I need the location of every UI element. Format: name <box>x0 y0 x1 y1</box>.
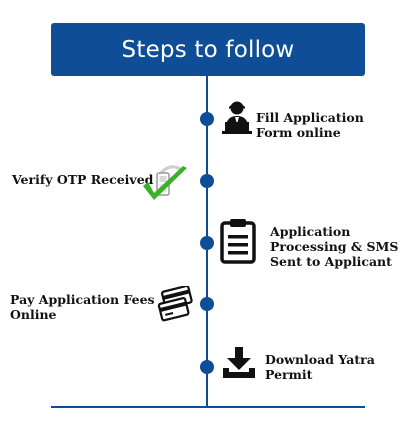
step-5-dot <box>200 360 214 374</box>
steps-header: Steps to follow <box>51 23 365 76</box>
phone-checkmark-icon <box>143 165 187 200</box>
step-4-line-2: Online <box>10 307 57 322</box>
baseline-line <box>51 406 365 408</box>
step-1-dot <box>200 112 214 126</box>
step-3-line-2: Processing & SMS <box>270 239 399 254</box>
step-5-line-2: Permit <box>265 367 313 382</box>
step-1-label: Fill Application Form online <box>256 110 364 140</box>
download-icon <box>223 347 255 378</box>
step-3-label: Application Processing & SMS Sent to App… <box>270 224 398 269</box>
step-2-label: Verify OTP Received <box>12 172 153 187</box>
step-2-dot <box>200 174 214 188</box>
step-4-line-1: Pay Application Fees <box>10 292 155 307</box>
step-5-label: Download Yatra Permit <box>265 352 375 382</box>
step-4-label: Pay Application Fees Online <box>10 292 155 322</box>
step-3-line-3: Sent to Applicant <box>270 254 392 269</box>
step-1-line-1: Fill Application <box>256 110 364 125</box>
clipboard-icon <box>220 219 256 264</box>
header-title: Steps to follow <box>121 36 295 63</box>
step-2-line-1: Verify OTP Received <box>12 172 154 187</box>
step-1-line-2: Form online <box>256 125 341 140</box>
step-4-dot <box>200 297 214 311</box>
credit-cards-icon <box>157 286 193 322</box>
user-laptop-icon <box>222 101 252 134</box>
step-3-line-1: Application <box>270 224 351 239</box>
step-5-line-1: Download Yatra <box>265 352 375 367</box>
step-3-dot <box>200 236 214 250</box>
